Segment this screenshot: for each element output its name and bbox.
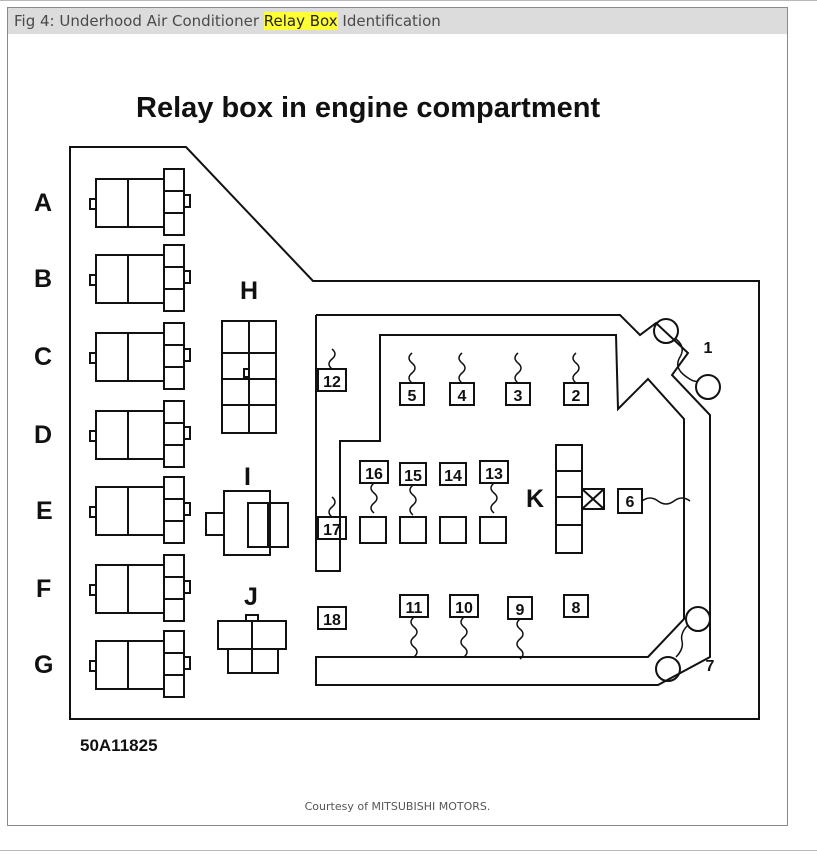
num-3: 3: [514, 388, 523, 405]
num-9: 9: [516, 602, 525, 619]
label-i: I: [244, 463, 251, 491]
label-g: G: [34, 651, 53, 679]
relay-k: [556, 445, 604, 553]
relay-h: [222, 321, 276, 433]
connector-8-box: [564, 595, 588, 617]
label-d: D: [34, 421, 52, 449]
label-a: A: [34, 189, 52, 217]
figure-caption: Fig 4: Underhood Air Conditioner Relay B…: [8, 8, 787, 34]
blank-socket-1: [360, 517, 386, 543]
label-h: H: [240, 277, 258, 305]
num-16: 16: [365, 466, 383, 483]
relay-j: [218, 615, 286, 673]
top-divider: [0, 0, 817, 1]
diagram-title: Relay box in engine compartment: [136, 92, 600, 124]
num-15: 15: [404, 468, 422, 485]
label-f: F: [36, 575, 51, 603]
num-17: 17: [323, 522, 341, 539]
relay-e: [90, 477, 190, 543]
harness-channel: [316, 315, 710, 685]
label-b: B: [34, 265, 52, 293]
num-1: 1: [704, 340, 713, 357]
relay-box-diagram: Relay box in engine compartment A B C D …: [34, 92, 787, 755]
relay-i: [206, 491, 288, 555]
caption-highlight: Relay Box: [263, 12, 338, 30]
relay-box-outline: [70, 147, 759, 719]
connector-14-box: [440, 463, 466, 485]
label-e: E: [36, 497, 53, 525]
num-14: 14: [444, 468, 462, 485]
terminal-7a: [686, 607, 710, 631]
num-8: 8: [572, 600, 581, 617]
num-10: 10: [455, 600, 473, 617]
num-18: 18: [323, 612, 341, 629]
blank-socket-4: [480, 517, 506, 543]
terminal-1a: [654, 319, 678, 343]
figure-panel: Fig 4: Underhood Air Conditioner Relay B…: [7, 7, 788, 826]
terminal-1b: [696, 375, 720, 399]
num-4: 4: [458, 388, 467, 405]
num-12: 12: [323, 374, 341, 391]
relay-a: [90, 169, 190, 235]
label-c: C: [34, 343, 52, 371]
relay-b: [90, 245, 190, 311]
courtesy-credit: Courtesy of MITSUBISHI MOTORS.: [304, 800, 491, 813]
diagram-code: 50A11825: [80, 736, 158, 755]
caption-suffix: Identification: [337, 12, 441, 30]
label-k: K: [526, 485, 544, 513]
caption-prefix: Fig 4: Underhood Air Conditioner: [14, 12, 264, 30]
terminal-7b: [656, 657, 680, 681]
num-13: 13: [485, 466, 503, 483]
num-6: 6: [626, 494, 635, 511]
num-2: 2: [572, 388, 581, 405]
wire-leads: [329, 339, 698, 659]
blank-socket-2: [400, 517, 426, 543]
label-j: J: [244, 583, 258, 611]
relay-g: [90, 631, 190, 697]
bottom-divider: [0, 850, 817, 851]
num-11: 11: [406, 600, 423, 617]
connector-18-box: [318, 607, 346, 629]
relay-d: [90, 401, 190, 467]
blank-socket-3: [440, 517, 466, 543]
num-5: 5: [408, 388, 417, 405]
relay-c: [90, 323, 190, 389]
num-7: 7: [706, 658, 715, 675]
relay-f: [90, 555, 190, 621]
